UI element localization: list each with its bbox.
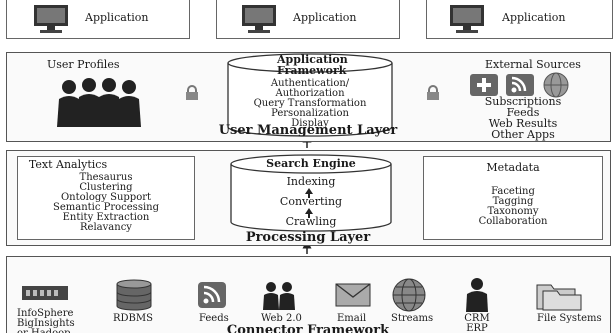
connector-source-label: File Systems	[537, 313, 602, 324]
server-rack-icon	[22, 286, 68, 300]
metadata-item: Tagging	[492, 196, 534, 207]
framework-item: Authorization	[275, 88, 345, 99]
search-engine-item: Indexing	[286, 175, 336, 188]
external-sources-title: External Sources	[485, 58, 581, 71]
plus-icon	[470, 74, 498, 96]
text-analytics-item: Semantic Processing	[52, 202, 159, 213]
connector-source-label: Streams	[391, 313, 434, 324]
external-source-item: Subscriptions	[484, 95, 562, 108]
framework-title-line1: Application	[277, 53, 348, 66]
metadata-item: Taxonomy	[487, 206, 539, 217]
processing-layer: Text Analytics Thesaurus Clustering Onto…	[6, 150, 611, 246]
connector-source-label: Web 2.0	[261, 313, 302, 324]
external-source-item: Other Apps	[491, 128, 555, 141]
connector-source-label-line: CRM	[464, 313, 490, 324]
framework-item: Query Transformation	[253, 98, 367, 109]
connector-source-label-line: ERP	[466, 323, 488, 333]
application-box-2: Application	[216, 0, 400, 39]
metadata-item: Collaboration	[478, 216, 548, 227]
users-group-icon	[57, 78, 141, 127]
application-label-3: Application	[502, 11, 566, 24]
connector-source-label-line: or Hadoop	[17, 329, 75, 333]
up-arrow-icon	[305, 188, 313, 198]
search-engine-item: Converting	[279, 195, 343, 208]
user-management-layer: User Profiles Application Framework Auth…	[6, 52, 611, 142]
globe-icon	[392, 278, 426, 312]
text-analytics-item: Thesaurus	[79, 172, 133, 183]
framework-item: Personalization	[271, 108, 349, 119]
connector-source-label: CRM ERP	[459, 314, 495, 333]
framework-item: Display	[291, 118, 329, 129]
user-profiles-label: User Profiles	[47, 58, 120, 71]
framework-title-line2: Framework	[277, 64, 347, 77]
search-engine-item: Crawling	[285, 215, 337, 228]
lock-icon	[427, 85, 439, 100]
email-icon	[335, 283, 371, 307]
text-analytics-item: Relavancy	[80, 222, 132, 233]
connector-source-label: Email	[337, 313, 367, 324]
application-box-3: Application	[426, 0, 613, 39]
metadata-title: Metadata	[486, 161, 540, 174]
text-analytics-item: Clustering	[79, 182, 133, 193]
metadata-box: Metadata Faceting Tagging Taxonomy Colla…	[423, 156, 603, 240]
users-icon	[263, 282, 295, 310]
search-engine-cylinder	[230, 154, 392, 232]
application-framework-cylinder	[227, 53, 393, 137]
lock-icon	[186, 85, 198, 100]
text-analytics-item: Entity Extraction	[62, 212, 150, 223]
user-management-layer-title: User Management Layer	[218, 123, 398, 138]
connector-source-label: InfoSphere BigInsights or Hadoop	[17, 309, 75, 333]
application-label-1: Application	[85, 11, 149, 24]
text-analytics-box: Text Analytics Thesaurus Clustering Onto…	[17, 156, 195, 240]
text-analytics-item: Ontology Support	[60, 192, 152, 203]
text-analytics-title: Text Analytics	[28, 158, 108, 171]
application-label-2: Application	[293, 11, 357, 24]
database-icon	[116, 279, 152, 311]
feed-icon	[198, 282, 226, 308]
up-arrow-icon	[305, 208, 313, 218]
application-box-1: Application	[6, 0, 190, 39]
person-icon	[466, 278, 488, 312]
search-engine-title: Search Engine	[266, 157, 356, 170]
monitor-icon	[242, 5, 276, 33]
connector-framework-title: Connector Framework	[226, 323, 390, 333]
connector-source-label: Feeds	[199, 313, 229, 324]
folder-icon	[536, 284, 582, 311]
connector-source-label: RDBMS	[113, 313, 153, 324]
connector-source-label-line: BigInsights	[17, 318, 75, 329]
monitor-icon	[34, 5, 68, 33]
metadata-item: Faceting	[491, 186, 535, 197]
connector-framework-layer: InfoSphere BigInsights or Hadoop RDBMS F…	[6, 256, 611, 333]
globe-icon	[543, 72, 569, 98]
external-source-item: Web Results	[488, 117, 558, 130]
processing-layer-title: Processing Layer	[245, 230, 371, 245]
connector-source-label-line: InfoSphere	[17, 308, 74, 319]
external-source-item: Feeds	[506, 106, 540, 119]
monitor-icon	[450, 5, 484, 33]
framework-item: Authentication/	[270, 78, 350, 89]
rss-icon	[506, 74, 534, 96]
